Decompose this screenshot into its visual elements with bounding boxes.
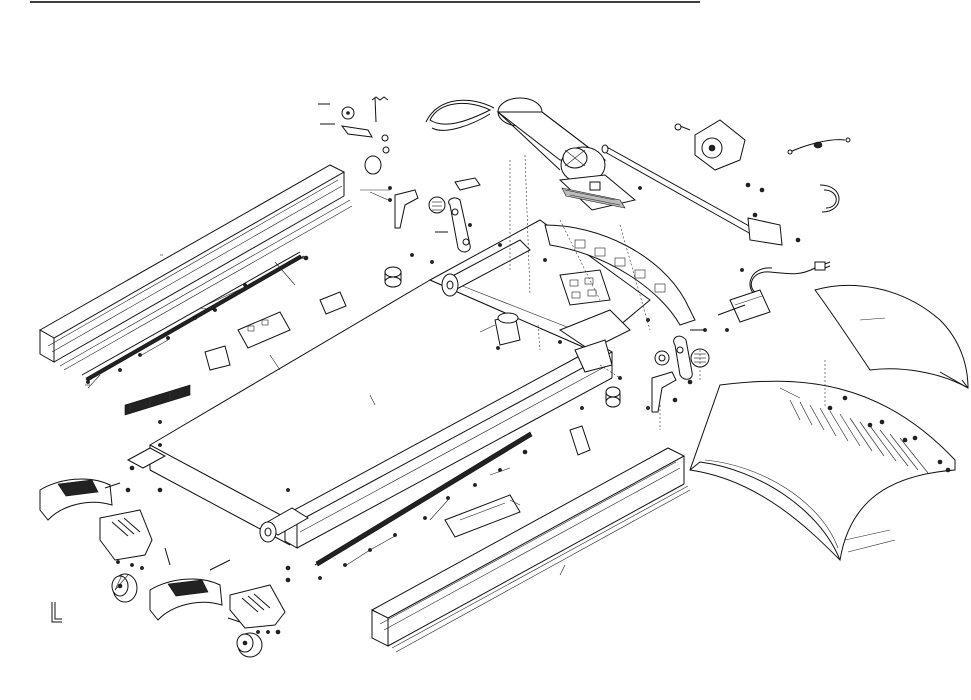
upper-hood [814, 285, 969, 389]
wire-harness [787, 137, 851, 155]
front-end-cap-left [39, 478, 113, 521]
front-end-cap-right [149, 578, 223, 621]
tension-assembly [318, 96, 390, 175]
motor-flywheel [496, 97, 607, 184]
left-side-rail [38, 164, 353, 371]
rear-wheel-right [654, 335, 710, 380]
motor-bracket [558, 174, 637, 211]
cushion-block-left [204, 345, 231, 371]
drive-belt [425, 99, 495, 131]
rear-roller [441, 239, 531, 297]
bracket-right-front [569, 425, 591, 456]
front-foot-right [229, 584, 286, 629]
allen-wrench [51, 602, 62, 623]
rail-guide-upper [237, 311, 291, 349]
incline-axle [601, 144, 783, 246]
fasteners [86, 182, 951, 635]
incline-motor [674, 119, 746, 171]
rear-foot-right [605, 371, 677, 413]
small-cylinder [384, 266, 402, 288]
right-side-rail [370, 447, 691, 653]
cushion-block-right [319, 291, 347, 315]
motor-cover-hood [689, 380, 956, 562]
front-wheel-right [236, 632, 263, 658]
hood-vents [789, 399, 929, 474]
motor-pulley-bracket [558, 309, 631, 373]
front-foot-left [99, 509, 153, 561]
roller-bracket [448, 177, 481, 253]
right-rail-insert [314, 431, 533, 567]
wire-loop [819, 184, 840, 213]
idler-assembly [494, 312, 521, 346]
rail-guide-lower [444, 494, 521, 538]
callout-leaders [85, 189, 886, 591]
motor-mount-plate [559, 269, 611, 306]
reference-lines [509, 154, 826, 430]
rear-crossmember [544, 224, 696, 326]
rear-foot-left [394, 189, 446, 229]
controller-board [717, 289, 771, 323]
